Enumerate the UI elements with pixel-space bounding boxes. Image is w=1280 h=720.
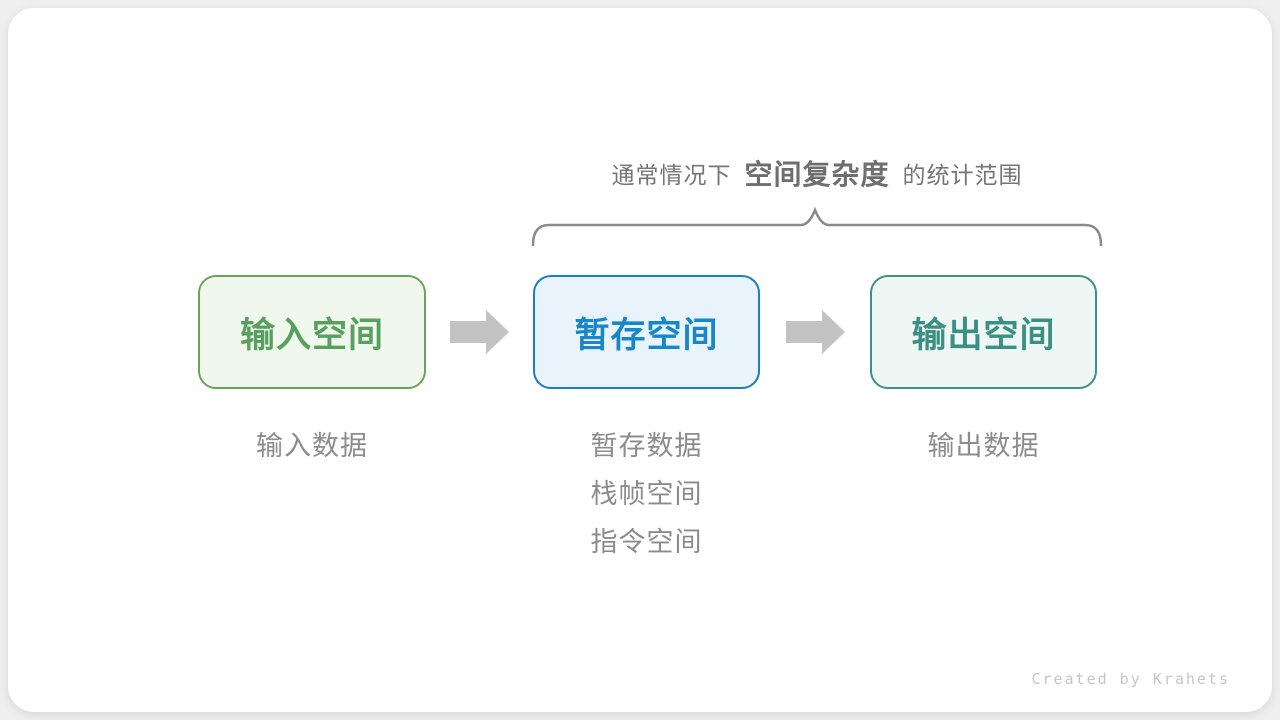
box-temp-space-label: 暂存空间 [574, 315, 719, 355]
canvas-card: 通常情况下 空间复杂度 的统计范围 输入空间 暂存空间 输出空间 输入数据 暂存… [8, 8, 1272, 712]
box-output-space: 输出空间 [870, 275, 1097, 389]
box-input-space-label: 输入空间 [239, 315, 384, 355]
title-prefix: 通常情况下 [611, 162, 732, 188]
caption-instruction-space: 指令空间 [590, 527, 703, 557]
arrow-right-icon [450, 309, 510, 355]
title-highlight: 空间复杂度 [744, 159, 890, 190]
arrow-right-icon [786, 309, 846, 355]
caption-output-data: 输出数据 [927, 431, 1040, 461]
caption-temp-data: 暂存数据 [590, 431, 703, 461]
credit-watermark: Created by Krahets [1031, 670, 1230, 688]
box-output-space-label: 输出空间 [911, 315, 1056, 355]
caption-input-data: 输入数据 [256, 431, 368, 461]
box-input-space: 输入空间 [198, 275, 426, 389]
annotation-title: 通常情况下 空间复杂度 的统计范围 [523, 152, 1111, 194]
curly-brace-icon [531, 206, 1103, 247]
caption-temp-list: 暂存数据 栈帧空间 指令空间 [533, 422, 760, 566]
curly-brace [523, 205, 1111, 251]
box-temp-space: 暂存空间 [533, 275, 760, 389]
title-suffix: 的统计范围 [902, 162, 1023, 188]
caption-stack-frame-space: 栈帧空间 [590, 479, 703, 509]
